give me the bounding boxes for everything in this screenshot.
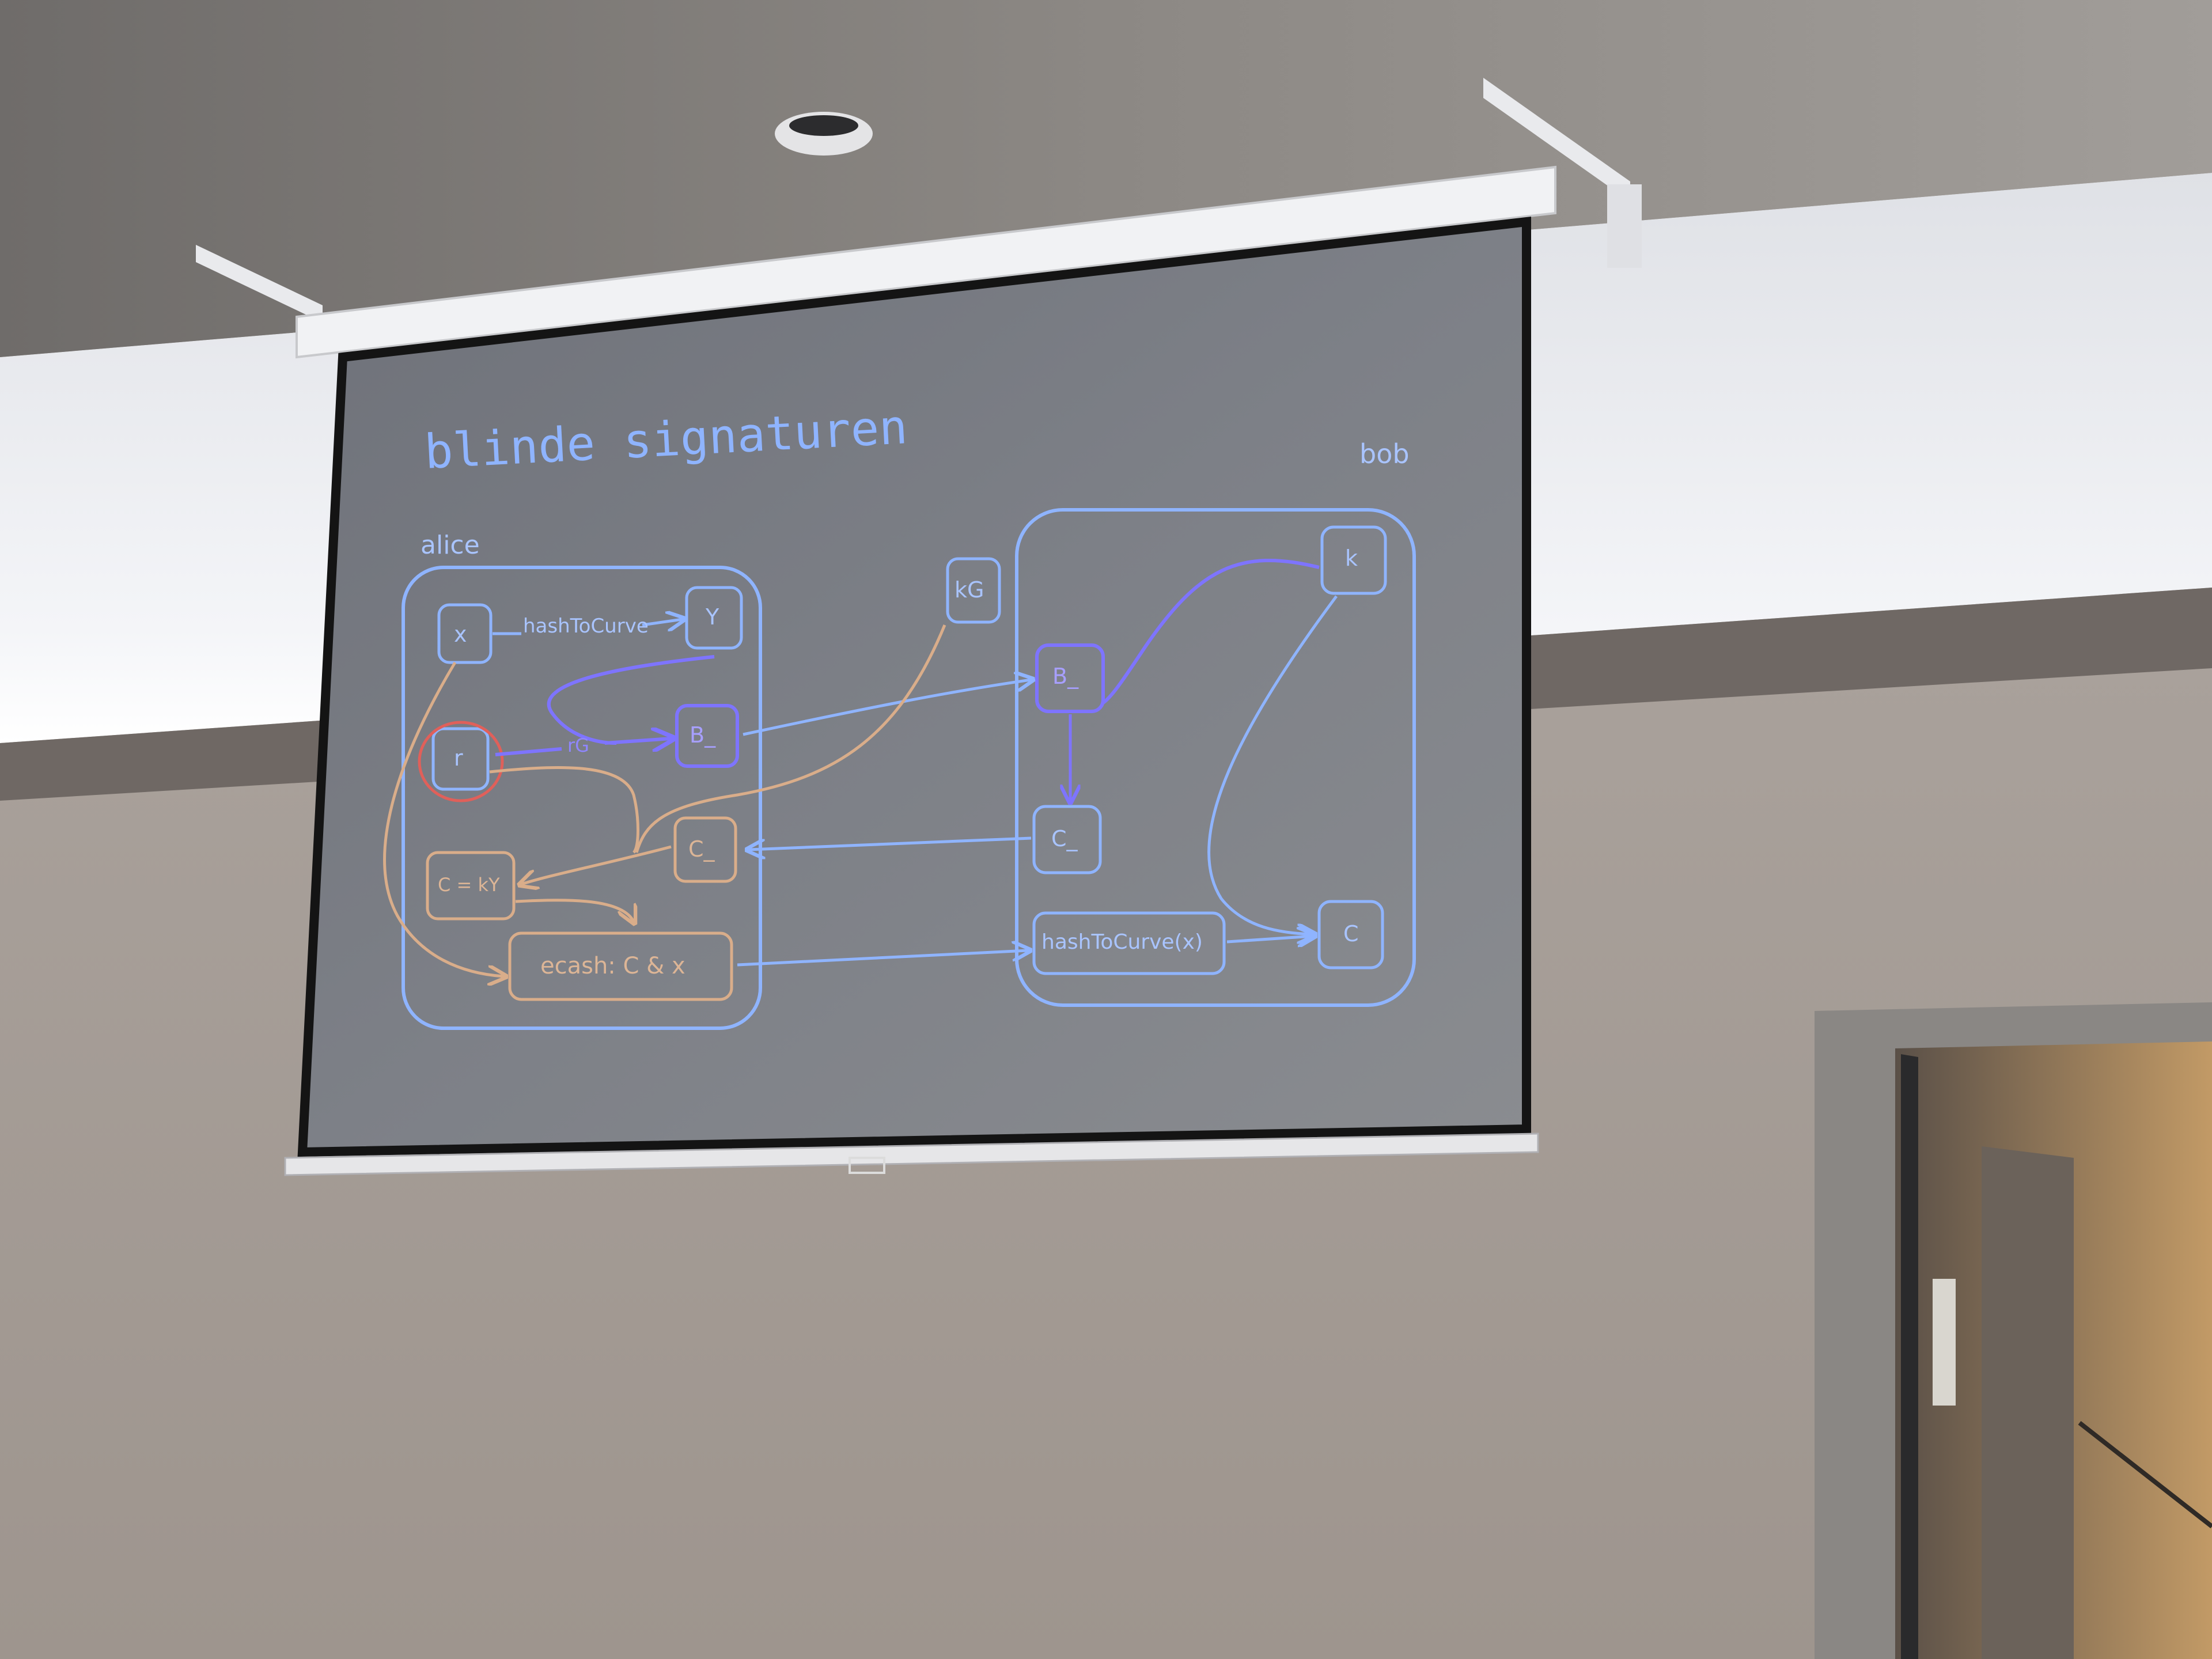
node-b-alice-label: B_ <box>690 722 716 748</box>
screen-bottom-bar <box>284 1132 1539 1176</box>
node-kg-label: kG <box>955 577 984 603</box>
ceiling-bracket-left <box>196 245 323 323</box>
screen-housing <box>296 165 1556 359</box>
node-c-formula-box <box>426 851 516 921</box>
edge-ecash-to-hash <box>737 950 1028 967</box>
edge-k-to-c-curve <box>1207 595 1338 934</box>
edge-kg-to-alice-curve <box>635 624 946 853</box>
node-c-bob-label: C <box>1343 921 1359 946</box>
node-x-box <box>437 603 493 664</box>
alice-group-box <box>402 566 762 1030</box>
node-c-formula-label: C = kY <box>438 874 500 896</box>
node-r-box <box>431 727 490 791</box>
node-hash-x-box <box>1032 911 1226 975</box>
node-k-box <box>1320 525 1387 595</box>
bob-group-box <box>1015 508 1416 1007</box>
open-door-leaf <box>1901 1054 1918 1659</box>
party-label-bob: bob <box>1359 438 1410 469</box>
red-highlight-circle <box>418 721 504 802</box>
edge-y-to-b-curve <box>547 655 715 745</box>
node-c-blind-bob-box <box>1032 805 1102 874</box>
edge-x-to-y <box>493 619 683 634</box>
edge-k-to-b-curve <box>1102 559 1320 704</box>
node-c-blind-bob-label: C_ <box>1051 826 1078 851</box>
node-x-label: x <box>454 622 467 647</box>
party-label-alice: alice <box>421 531 480 560</box>
node-c-bob-box <box>1317 900 1384 969</box>
node-y-label: Y <box>706 604 719 630</box>
edge-c-to-c-formula <box>521 845 672 884</box>
node-b-bob-box <box>1035 643 1105 713</box>
edge-r-to-c-formula <box>489 766 639 854</box>
node-c-blind-alice-box <box>673 816 737 883</box>
edge-r-to-b <box>495 738 671 755</box>
edge-x-to-ecash-curve <box>383 661 504 976</box>
edge-rg-label: rG <box>567 734 589 756</box>
node-ecash-label: ecash: C & x <box>540 953 685 979</box>
edge-c-bob-to-c-alice <box>749 836 1032 850</box>
ceiling <box>0 0 2212 357</box>
node-hash-x-label: hashToCurve(x) <box>1041 930 1203 954</box>
edge-hash-to-c <box>1226 936 1313 942</box>
node-kg-box <box>946 557 1001 624</box>
node-r-label: r <box>454 745 463 771</box>
ceiling-bracket-right <box>1483 78 1630 202</box>
node-k-label: k <box>1345 546 1358 571</box>
node-ecash-box <box>508 931 733 1001</box>
node-c-blind-alice-label: C_ <box>688 836 715 862</box>
edge-c-formula-to-ecash <box>515 899 634 922</box>
edge-hash-label: hashToCurve <box>523 615 649 638</box>
node-b-bob-label: B_ <box>1052 664 1079 689</box>
